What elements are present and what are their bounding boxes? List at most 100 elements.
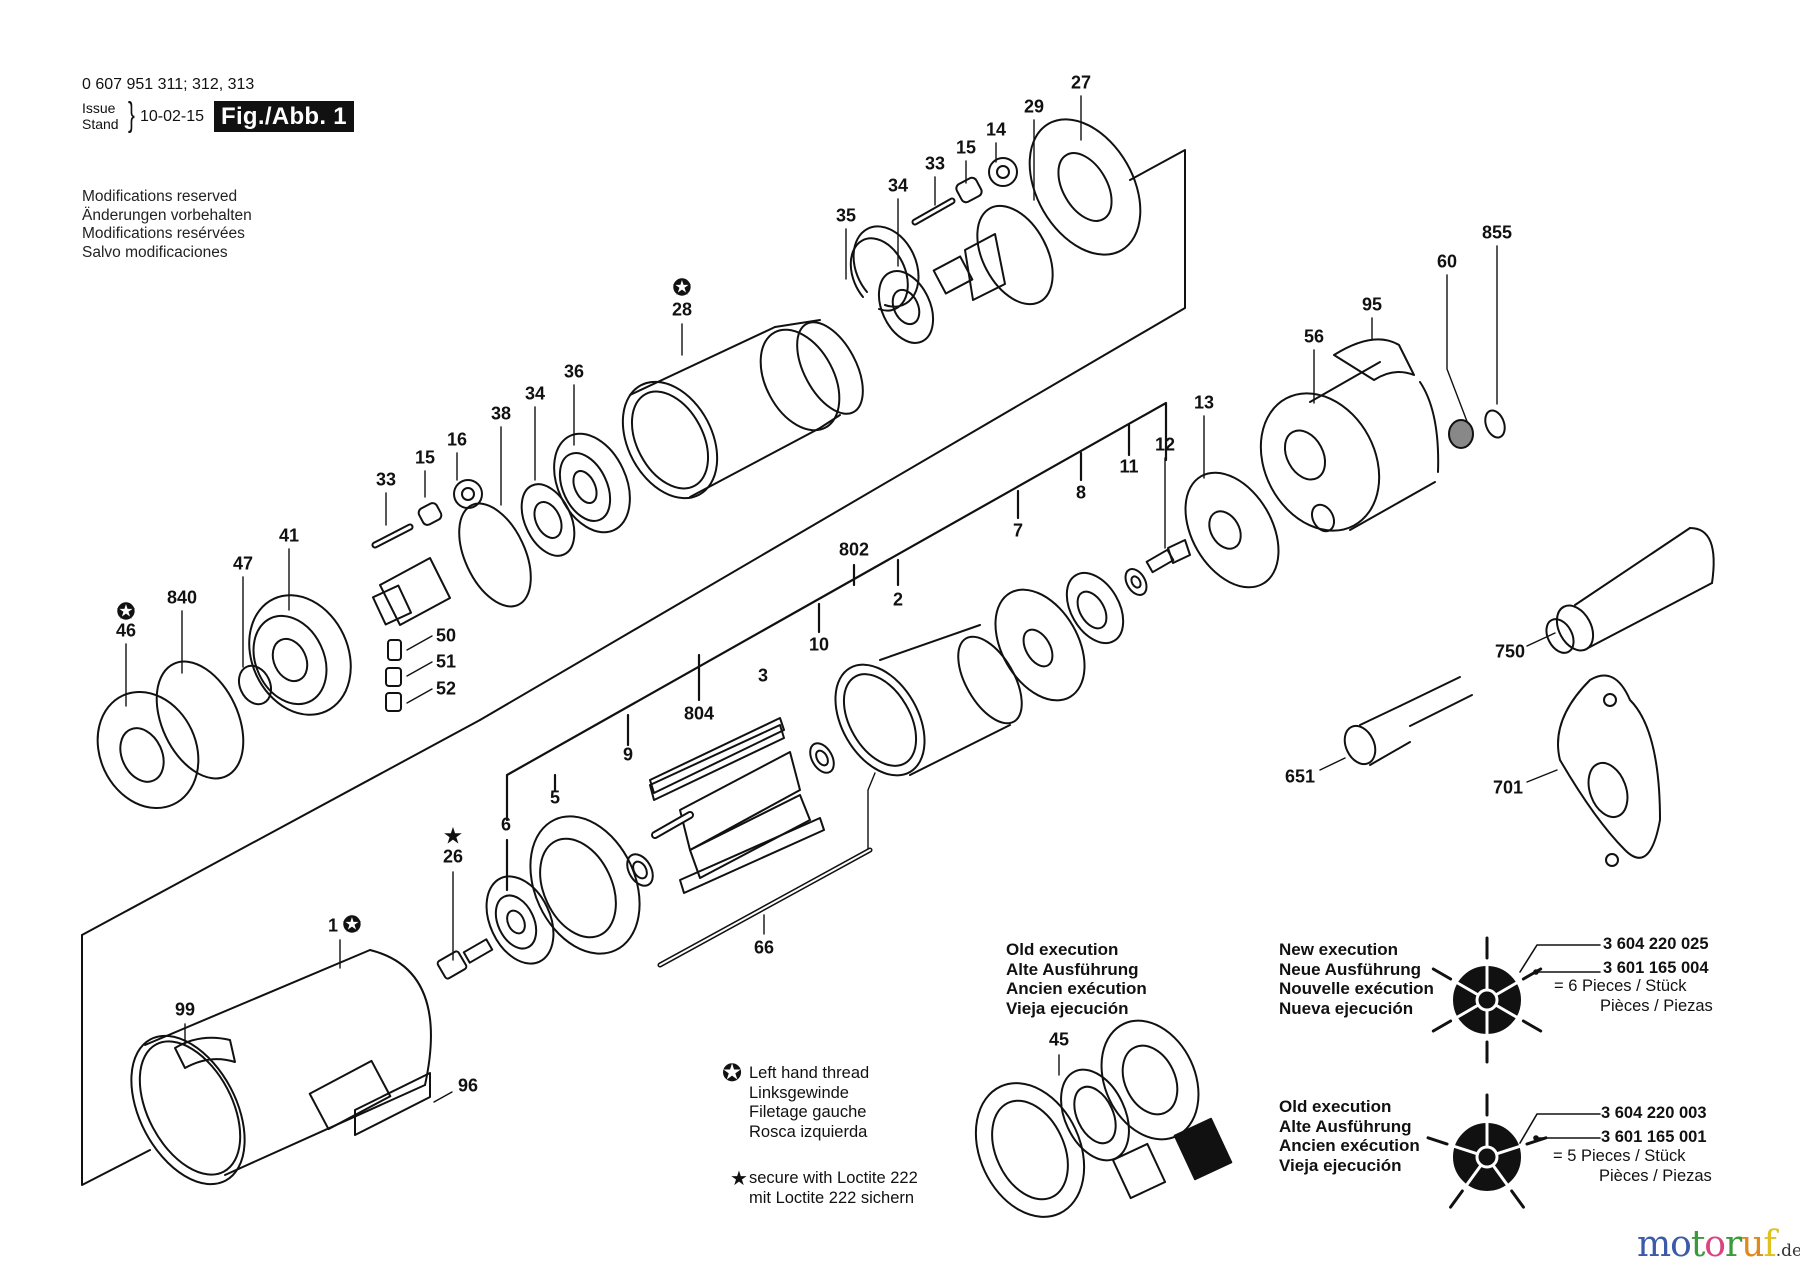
vane-ray (1449, 1189, 1464, 1209)
part-47-circlip (237, 664, 273, 706)
part-66-rod (657, 847, 873, 968)
part-label-16[interactable]: 16 (446, 429, 468, 450)
part-14-gear (988, 157, 1018, 187)
part-label-66[interactable]: 66 (753, 937, 775, 958)
part-label-750[interactable]: 750 (1494, 641, 1526, 662)
part-label-12[interactable]: 12 (1154, 434, 1176, 455)
part-11-washer (1124, 568, 1148, 596)
part-label-15[interactable]: 15 (955, 137, 977, 158)
title-fr: Ancien exécution (1279, 1136, 1420, 1155)
part-label-56[interactable]: 56 (1303, 326, 1325, 347)
vane-slot (1456, 981, 1479, 996)
part-label-33[interactable]: 33 (924, 153, 946, 174)
vane-slot (1453, 1144, 1479, 1156)
part-12-screw (1145, 539, 1191, 574)
pieces-line-2: Pièces / Piezas (1600, 996, 1713, 1015)
title-es: Vieja ejecución (1279, 1155, 1402, 1175)
part-label-41[interactable]: 41 (278, 525, 300, 546)
part-701-flange (1557, 674, 1661, 867)
part-label-36[interactable]: 36 (563, 361, 585, 382)
part-label-51[interactable]: 51 (435, 651, 457, 672)
part-label-651[interactable]: 651 (1284, 766, 1316, 787)
vane-ray (1525, 1136, 1548, 1146)
logo-letter: f (1763, 1224, 1776, 1265)
part-2-cylinder (834, 624, 1023, 777)
part-label-5[interactable]: 5 (549, 787, 561, 808)
part-label-28[interactable]: 28 (671, 299, 693, 320)
part-label-13[interactable]: 13 (1193, 392, 1215, 413)
upper-assembly-frame (479, 149, 1186, 721)
part-label-60[interactable]: 60 (1436, 251, 1458, 272)
part-label-10[interactable]: 10 (808, 634, 830, 655)
part-label-95[interactable]: 95 (1361, 294, 1383, 315)
part-label-701[interactable]: 701 (1492, 777, 1524, 798)
part-5-end-plate (529, 815, 641, 955)
logo-letters: motoruf (1637, 1224, 1777, 1265)
part-3-rotor (649, 724, 811, 879)
logo-letter: m (1637, 1224, 1671, 1265)
new-vane-part-number-2[interactable]: 3 601 165 004 (1603, 959, 1709, 977)
part-label-14[interactable]: 14 (985, 119, 1007, 140)
logo-letter: o (1670, 1224, 1692, 1265)
part-label-27[interactable]: 27 (1070, 72, 1092, 93)
part-label-34[interactable]: 34 (887, 175, 909, 196)
logo-letter: r (1724, 1224, 1742, 1265)
vane-ray (1431, 1019, 1453, 1033)
part-label-99[interactable]: 99 (174, 999, 196, 1020)
part-16-gear (453, 479, 483, 509)
part-label-802[interactable]: 802 (838, 539, 870, 560)
part-label-840[interactable]: 840 (166, 587, 198, 608)
logo-letter: t (1690, 1224, 1706, 1265)
part-label-15-lower[interactable]: 15 (414, 447, 436, 468)
vane-slot (1495, 981, 1518, 996)
title-de: Alte Ausführung (1279, 1116, 1412, 1136)
part-label-52[interactable]: 52 (435, 678, 457, 699)
part-label-2[interactable]: 2 (892, 589, 904, 610)
new-execution-vanes-title: New execution Neue Ausführung Nouvelle e… (1279, 940, 1434, 1018)
old-vane-part-number-1[interactable]: 3 604 220 003 (1601, 1104, 1707, 1122)
part-8-bearing (1065, 571, 1125, 645)
part-label-38[interactable]: 38 (490, 403, 512, 424)
part-label-96[interactable]: 96 (457, 1075, 479, 1096)
motoruf-logo[interactable]: motoruf.de (1637, 1224, 1800, 1265)
part-99-label (174, 1036, 236, 1069)
part-label-33-lower[interactable]: 33 (375, 469, 397, 490)
old-vane-part-number-2[interactable]: 3 601 165 001 (1601, 1128, 1707, 1146)
part-label-855[interactable]: 855 (1481, 222, 1513, 243)
title-es: Nueva ejecución (1279, 998, 1414, 1018)
part-label-1[interactable]: 1 (327, 915, 339, 936)
part-label-26[interactable]: 26 (442, 846, 464, 867)
part-7-end-plate (994, 588, 1086, 702)
new-vane-part-number-1[interactable]: 3 604 220 025 (1603, 935, 1709, 953)
part-label-3[interactable]: 3 (757, 665, 769, 686)
part-label-11[interactable]: 11 (1119, 456, 1139, 477)
stand-label: Stand (82, 116, 119, 132)
part-label-46[interactable]: 46 (115, 620, 137, 641)
vane-ray (1426, 1136, 1449, 1146)
star-icon: ★ (444, 825, 462, 848)
part-1-housing (130, 949, 432, 1186)
logo-suffix: .de (1775, 1241, 1800, 1261)
part-label-29[interactable]: 29 (1023, 96, 1045, 117)
lower-assembly-frame (81, 719, 481, 1186)
part-label-9[interactable]: 9 (622, 744, 634, 765)
vane-slot (1456, 1004, 1479, 1019)
part-804-vanes (649, 717, 825, 894)
pieces-line-1: = 6 Pieces / Stück (1554, 977, 1687, 995)
logo-letter: u (1741, 1224, 1764, 1265)
part-label-47[interactable]: 47 (232, 553, 254, 574)
brace: } (128, 96, 135, 134)
part-label-8[interactable]: 8 (1075, 482, 1087, 503)
part-label-35[interactable]: 35 (835, 205, 857, 226)
title-en: New execution (1279, 940, 1399, 959)
vane-part-leaders (1519, 944, 1601, 1144)
modifications-line-en: Modifications reserved (82, 188, 238, 205)
part-label-50[interactable]: 50 (435, 625, 457, 646)
part-label-34-lower[interactable]: 34 (524, 383, 546, 404)
part-label-804[interactable]: 804 (683, 703, 715, 724)
legend-line-de: mit Loctite 222 sichern (749, 1188, 915, 1207)
part-label-45[interactable]: 45 (1048, 1029, 1070, 1050)
part-label-7[interactable]: 7 (1012, 520, 1024, 541)
part-label-6[interactable]: 6 (500, 814, 512, 835)
title-en: Old execution (1279, 1097, 1392, 1116)
